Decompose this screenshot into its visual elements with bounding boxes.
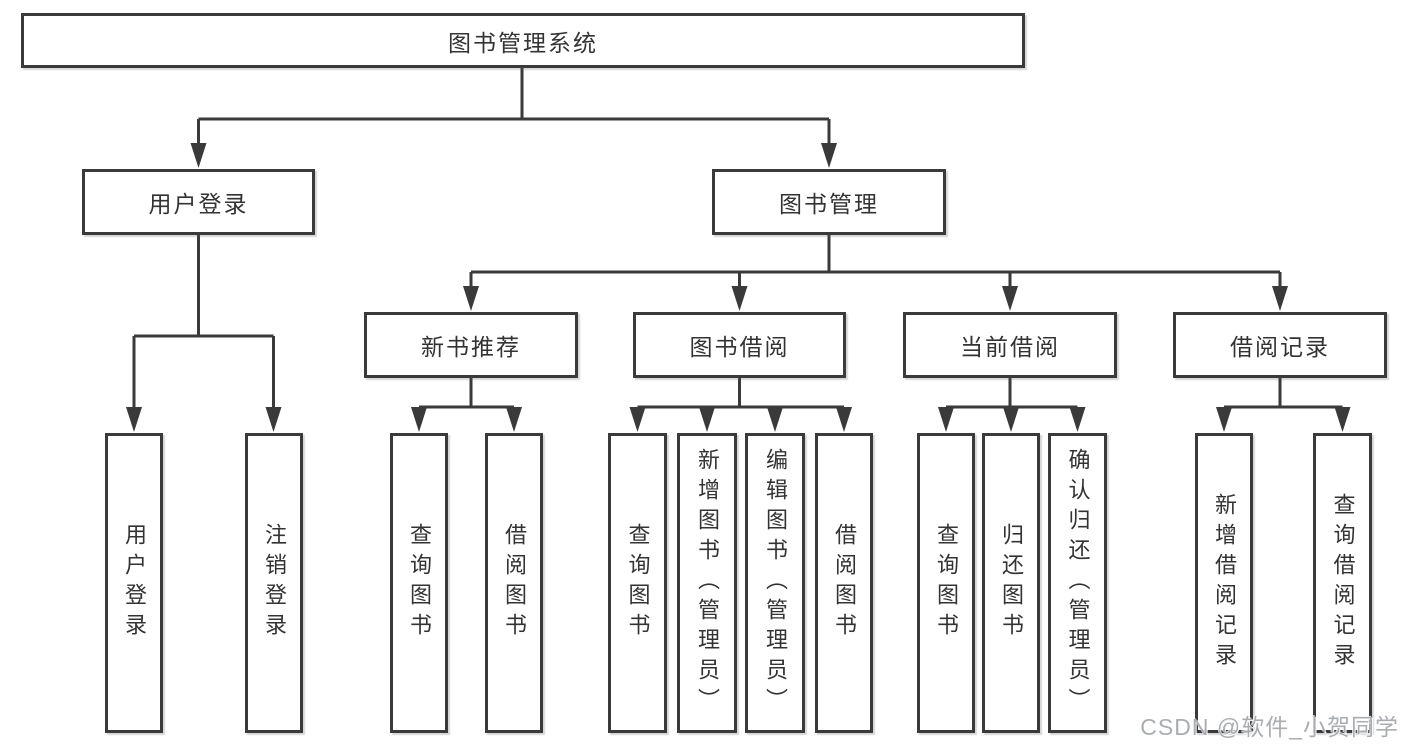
arrow-down-icon [190,143,207,168]
leaf-label: 查询借阅记录 [1330,493,1356,673]
arrow-down-icon [767,407,783,432]
arrow-down-icon [126,407,142,432]
leaf-confirm-return-admin: 确认归还（管理员） [1048,433,1107,733]
leaf-query-books-recommend: 查询图书 [390,433,448,733]
arrow-down-icon [699,407,715,432]
node-label: 用户登录 [148,191,249,217]
arrow-down-icon [821,143,837,168]
arrow-down-icon [629,407,646,432]
node-label: 新书推荐 [421,334,521,360]
leaf-label: 新增图书（管理员） [695,448,720,718]
leaf-label: 用户登录 [122,523,147,643]
arrow-down-icon [938,407,954,432]
arrow-down-icon [836,407,852,432]
leaf-user-login: 用户登录 [105,433,163,733]
node-current-borrow: 当前借阅 [903,312,1117,378]
connector-bookborrow-to-leaves [636,378,846,411]
connector-userlogin-to-leaves [132,235,275,411]
leaf-query-books-borrow: 查询图书 [608,433,667,733]
root-node-system: 图书管理系统 [21,13,1025,68]
leaf-label: 编辑图书（管理员） [763,448,788,718]
leaf-label: 新增借阅记录 [1212,493,1237,673]
leaf-borrow-books: 借阅图书 [815,433,873,733]
node-label: 图书借阅 [689,334,790,360]
node-user-login: 用户登录 [82,169,315,235]
leaf-label: 借阅图书 [502,523,527,643]
leaf-label: 借阅图书 [832,523,857,643]
node-borrow-records: 借阅记录 [1173,312,1387,378]
leaf-query-borrow-record: 查询借阅记录 [1313,433,1372,733]
node-label: 图书管理 [779,191,879,217]
leaf-label: 查询图书 [625,523,651,643]
arrow-down-icon [1216,407,1232,432]
leaf-label: 确认归还（管理员） [1065,448,1091,718]
arrow-down-icon [731,286,748,311]
connector-bookmgmt-to-level3 [469,235,1282,290]
arrow-down-icon [463,286,479,311]
arrow-down-icon [1334,407,1351,432]
arrow-down-icon [506,407,522,432]
leaf-label: 归还图书 [999,523,1024,643]
leaf-logout: 注销登录 [245,433,303,733]
leaf-borrow-books-recommend: 借阅图书 [485,433,543,733]
leaf-edit-books-admin: 编辑图书（管理员） [745,433,805,733]
arrow-down-icon [1069,407,1086,432]
arrow-down-icon [1003,407,1019,432]
leaf-label: 注销登录 [262,523,287,643]
arrow-down-icon [1002,286,1018,311]
connector-borrowrecords-to-leaves [1222,378,1344,411]
leaf-label: 查询图书 [934,523,959,643]
node-book-management: 图书管理 [712,169,946,235]
node-new-book-recommend: 新书推荐 [364,312,578,378]
leaf-add-borrow-record: 新增借阅记录 [1195,433,1253,733]
connector-root-to-level2 [197,68,831,147]
leaf-label: 查询图书 [407,523,432,643]
arrow-down-icon [265,407,282,432]
node-book-borrow: 图书借阅 [633,312,846,378]
node-label: 当前借阅 [960,334,1060,360]
connector-newbook-to-leaves [417,378,516,411]
connector-currentborrow-to-leaves [944,378,1079,411]
csdn-watermark: CSDN @软件_小贺同学 [1140,714,1399,740]
leaf-return-books: 归还图书 [982,433,1040,733]
arrow-down-icon [411,407,427,432]
arrowheads [126,143,1351,432]
node-label: 借阅记录 [1230,334,1330,360]
leaf-add-books-admin: 新增图书（管理员） [677,433,737,733]
leaf-query-books-current: 查询图书 [917,433,975,733]
root-node-label: 图书管理系统 [448,29,598,56]
arrow-down-icon [1272,286,1288,311]
